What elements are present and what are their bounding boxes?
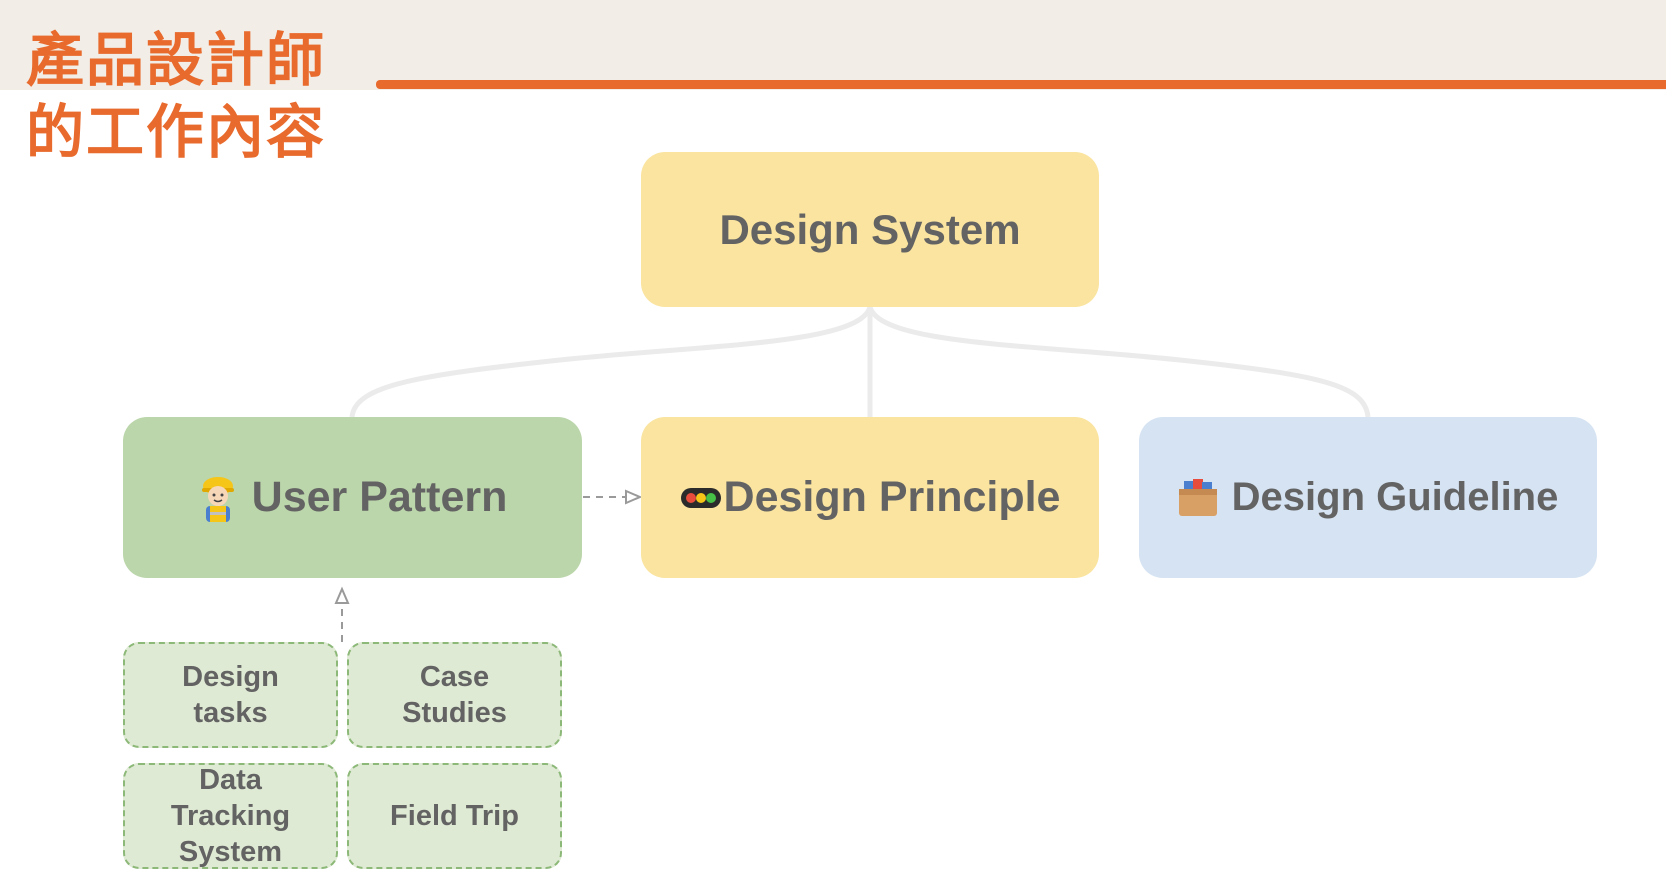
connector-root-to-user-pattern xyxy=(349,306,873,418)
construction-worker-icon xyxy=(201,476,234,522)
source-label: Data Tracking System xyxy=(170,764,291,868)
source-design-tasks[interactable]: Design tasks xyxy=(123,642,338,748)
source-data-tracking-system[interactable]: Data Tracking System xyxy=(123,763,338,869)
source-case-studies[interactable]: Case Studies xyxy=(347,642,562,748)
connector-root-to-design-guideline xyxy=(867,306,1371,418)
source-label: Case Studies xyxy=(402,661,507,729)
arrowhead-principle xyxy=(625,489,643,505)
header-band xyxy=(0,0,1666,90)
traffic-light-icon xyxy=(680,487,721,508)
title-line-2: 的工作內容 xyxy=(26,98,327,166)
node-design-guideline-label: Design Guideline xyxy=(1231,475,1559,519)
node-design-system[interactable]: Design System xyxy=(641,152,1099,307)
node-user-pattern-label: User Pattern xyxy=(251,473,508,521)
title-line-1: 產品設計師 xyxy=(26,26,327,94)
node-user-pattern[interactable]: User Pattern xyxy=(123,417,582,578)
card-file-box-icon xyxy=(1178,478,1217,516)
node-design-guideline[interactable]: Design Guideline xyxy=(1139,417,1597,578)
source-label: Design tasks xyxy=(182,661,279,729)
node-design-system-label: Design System xyxy=(719,205,1021,253)
arrowhead-user-pattern xyxy=(334,586,350,604)
node-design-principle-label: Design Principle xyxy=(723,473,1061,521)
source-label: Field Trip xyxy=(390,800,519,832)
page-title: 產品設計師 的工作內容 xyxy=(26,24,326,168)
source-field-trip[interactable]: Field Trip xyxy=(347,763,562,869)
node-design-principle[interactable]: Design Principle xyxy=(641,417,1099,578)
header-accent-line xyxy=(376,80,1666,89)
